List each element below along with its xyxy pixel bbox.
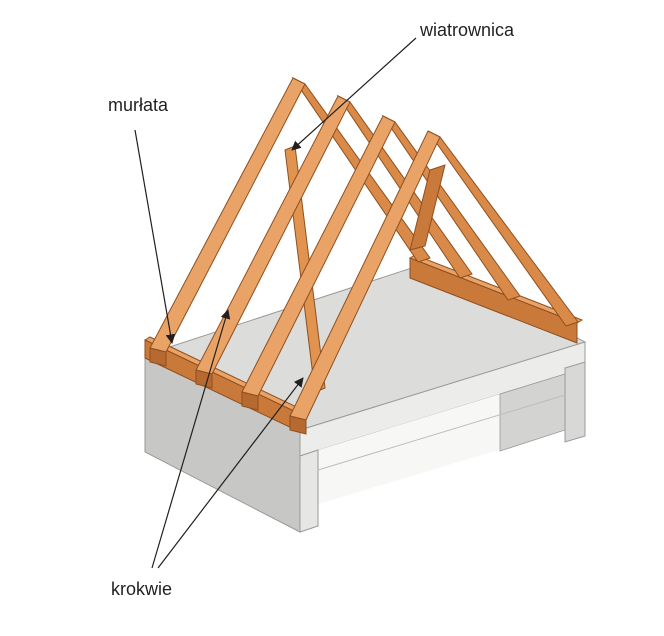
rafter-foot-3: [241, 391, 259, 411]
label-wind-brace: wiatrownica: [419, 20, 515, 40]
leader-rafter-1: [151, 309, 231, 569]
rafter-foot-4: [289, 415, 307, 435]
rafter-foot-1: [149, 347, 167, 367]
leader-lines: [134, 37, 417, 569]
leader-wall-plate: [134, 129, 176, 344]
rafter-block: [409, 164, 446, 251]
label-wall-plate: murłata: [108, 95, 169, 115]
wall-plate-right-side: [409, 257, 578, 344]
leader-wind-brace: [291, 37, 417, 151]
label-rafters: krokwie: [111, 579, 172, 599]
slab-shadow-line: [317, 394, 566, 471]
left-wall-leg: [299, 449, 319, 533]
right-wall-face: [564, 361, 586, 443]
rafter-foot-2: [195, 369, 213, 389]
labels: wiatrownica murłata krokwie: [108, 20, 515, 599]
leader-rafter-2: [157, 377, 304, 569]
rafters: [149, 76, 579, 435]
